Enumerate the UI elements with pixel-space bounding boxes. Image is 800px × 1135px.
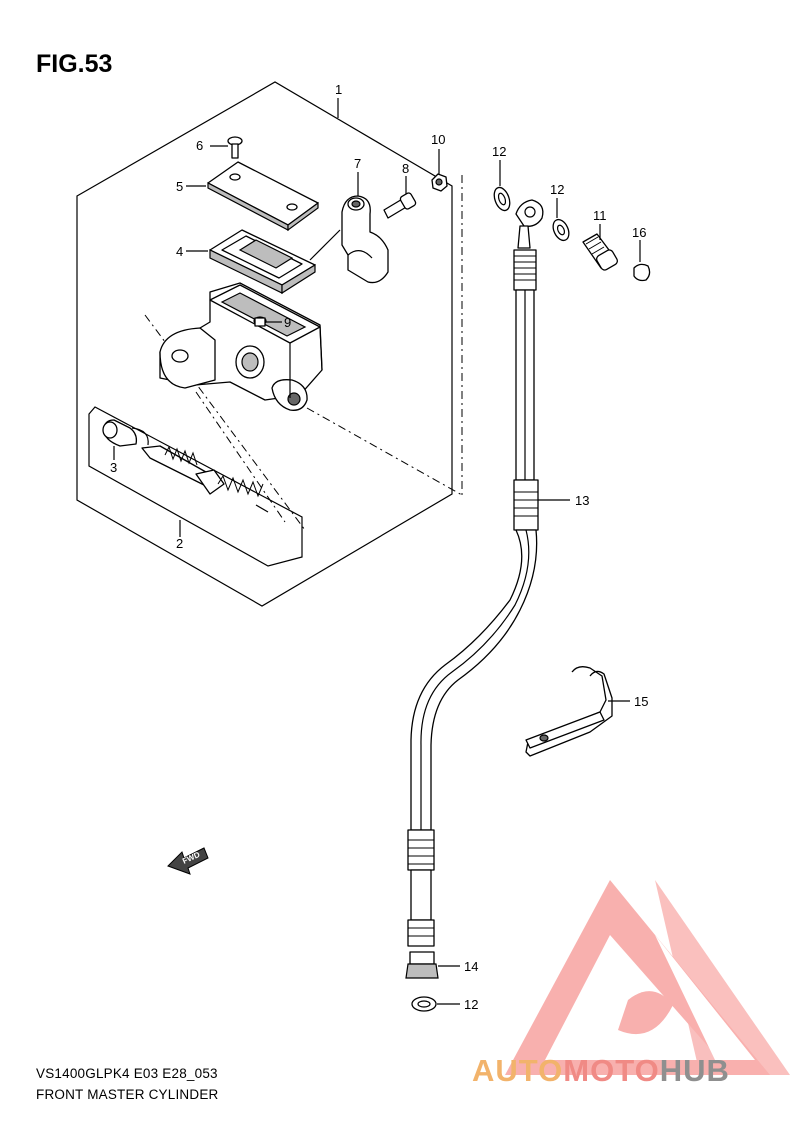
watermark-auto: AUTO [472, 1053, 564, 1088]
piston-kit [102, 419, 269, 513]
washer-upper-right [552, 198, 570, 242]
callout-7: 7 [354, 156, 361, 171]
callout-5: 5 [176, 179, 183, 194]
banjo-bolt [582, 224, 618, 271]
brake-hose [407, 199, 570, 947]
callout-4: 4 [176, 244, 183, 259]
small-bolt [253, 316, 282, 327]
callout-10: 10 [431, 132, 445, 147]
callout-14: 14 [464, 959, 478, 974]
callout-9: 9 [284, 315, 291, 330]
watermark-hub: HUB [659, 1053, 730, 1088]
diaphragm [186, 229, 316, 295]
nut [431, 149, 448, 192]
callout-3: 3 [110, 460, 117, 475]
assembly-boundary [76, 81, 453, 607]
hose-fitting [405, 951, 460, 979]
model-code: VS1400GLPK4 E03 E28_053 [36, 1066, 218, 1081]
forward-arrow-icon: FWD [167, 847, 209, 875]
rubber-cap [633, 240, 651, 282]
watermark-text: AUTOMOTOHUB [472, 1053, 730, 1089]
clamp-bolt [383, 176, 417, 219]
callout-12a: 12 [492, 144, 506, 159]
kit-boundary [88, 406, 303, 567]
hose-bracket [525, 666, 630, 757]
callout-labels: 1 2 3 4 5 6 7 8 9 10 11 12 12 12 13 14 1… [110, 82, 648, 1012]
callout-16: 16 [632, 225, 646, 240]
callout-12b: 12 [550, 182, 564, 197]
watermark-logo [505, 880, 790, 1075]
callout-6: 6 [196, 138, 203, 153]
callout-11: 11 [593, 208, 607, 223]
master-cylinder-body [159, 282, 323, 411]
callout-15: 15 [634, 694, 648, 709]
handlebar-clamp [309, 172, 389, 284]
callout-2: 2 [176, 536, 183, 551]
reservoir-cap [186, 161, 319, 232]
washer-lower [411, 996, 460, 1012]
callout-12c: 12 [464, 997, 478, 1012]
callout-1: 1 [335, 82, 342, 97]
leader-lines [144, 175, 463, 531]
figure-caption: FRONT MASTER CYLINDER [36, 1087, 219, 1102]
washer-upper-left [493, 160, 511, 212]
callout-13: 13 [575, 493, 589, 508]
cover-screw [210, 136, 243, 159]
watermark-moto: MOTO [563, 1053, 660, 1088]
callout-8: 8 [402, 161, 409, 176]
figure-title: FIG.53 [36, 50, 113, 78]
